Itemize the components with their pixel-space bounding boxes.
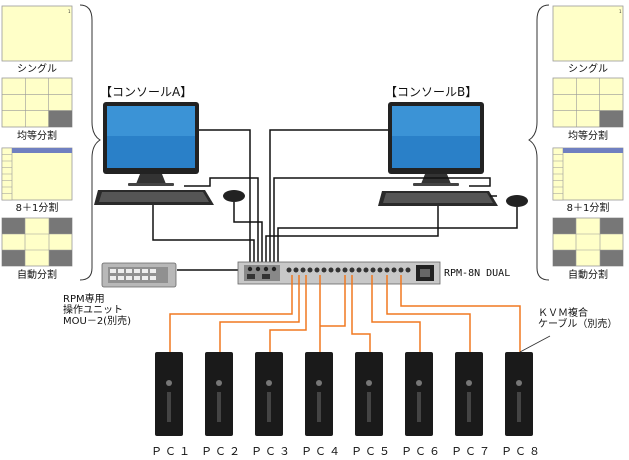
layout-equal-thumb [552,77,624,128]
pc-cables [169,275,521,352]
pc-label-4: ＰＣ４ [301,445,343,458]
layout-label-single: シングル [568,64,608,75]
layout-label-equal: 均等分割 [568,131,608,142]
pc-tower [455,352,483,436]
layout-auto-thumb [552,217,624,267]
left-layouts: 1 [1,5,73,267]
layout-label-equal: 均等分割 [17,131,57,142]
pc-label-1: ＰＣ１ [151,445,193,458]
mou-note: RPM専用 操作ユニット MOU－2(別売) [63,294,131,327]
pc-tower [305,352,333,436]
svg-text:1: 1 [68,9,71,14]
layout-single-thumb [1,5,73,62]
pc-label-2: ＰＣ２ [201,445,243,458]
console-b-title: 【コンソールB】 [385,85,478,99]
console-a-monitor [103,102,199,186]
pc-label-7: ＰＣ７ [451,445,493,458]
right-layouts: 1 [552,5,624,267]
console-a-keyboard [94,190,214,205]
mou-2-unit [101,262,177,288]
pc-tower [405,352,433,436]
svg-text:1: 1 [619,9,622,14]
right-bracket [528,4,550,281]
cable-pointer [519,335,551,353]
unit-model-label: RPM-8N DUAL [444,268,511,279]
layout-label-8plus1: 8＋1分割 [566,203,610,214]
pc-label-5: ＰＣ５ [351,445,393,458]
layout-single-thumb [552,5,624,62]
layout-equal-thumb [1,77,73,128]
pc-towers [155,352,533,436]
pc-label-6: ＰＣ６ [401,445,443,458]
layout-label-auto: 自動分割 [568,270,608,281]
pc-label-8: ＰＣ８ [501,445,543,458]
layout-auto-thumb [1,217,73,267]
console-b-mouse [506,195,528,207]
console-a-mouse [223,190,245,202]
pc-tower [155,352,183,436]
console-a-title: 【コンソールA】 [100,85,193,99]
console-b-keyboard [378,191,498,206]
rpm-8n-dual-unit [237,261,441,285]
cable-note: ＫＶＭ複合 ケーブル（別売） [538,308,618,330]
pc-tower [355,352,383,436]
pc-tower [205,352,233,436]
pc-tower [255,352,283,436]
left-bracket [79,4,101,281]
layout-8plus1-thumb [552,147,624,201]
layout-8plus1-thumb [1,147,73,201]
layout-label-auto: 自動分割 [17,270,57,281]
pc-label-3: ＰＣ３ [251,445,293,458]
layout-label-8plus1: 8＋1分割 [15,203,59,214]
console-b-monitor [388,102,484,186]
console-cables [152,129,518,271]
layout-label-single: シングル [17,64,57,75]
pc-tower [505,352,533,436]
